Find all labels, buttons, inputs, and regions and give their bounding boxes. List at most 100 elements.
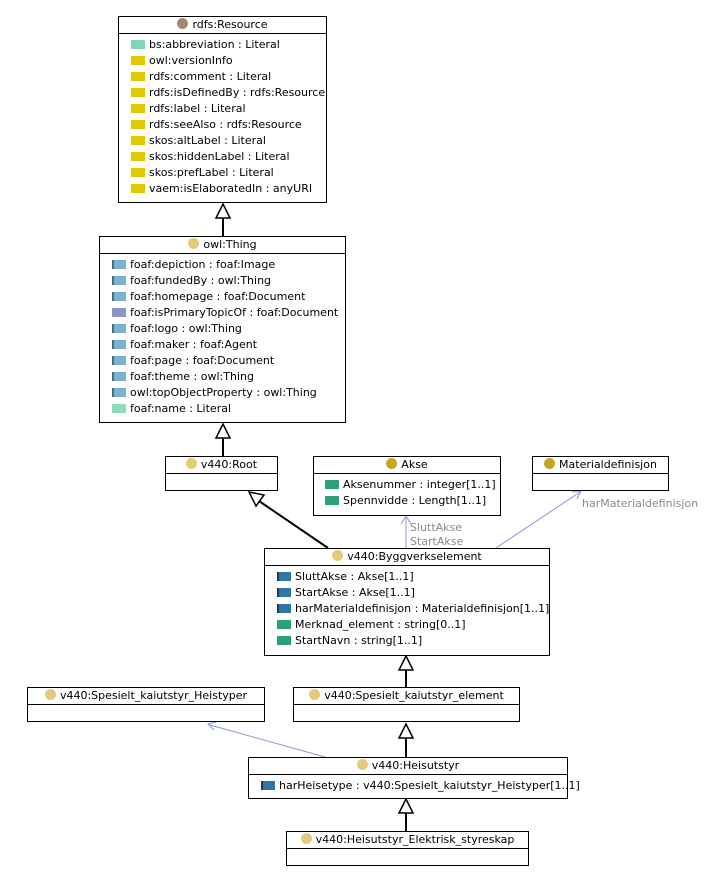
class-circle-icon — [309, 689, 321, 700]
property-text: owl:topObjectProperty : owl:Thing — [130, 386, 317, 399]
property-text: foaf:page : foaf:Document — [130, 354, 275, 367]
property-text: StartNavn : string[1..1] — [295, 634, 423, 647]
annotation-property-icon — [131, 184, 145, 193]
property-row[interactable]: harHeisetype : v440:Spesielt_kaiutstyr_H… — [261, 778, 580, 794]
property-row[interactable]: owl:topObjectProperty : owl:Thing — [112, 385, 345, 401]
property-row[interactable]: rdfs:isDefinedBy : rdfs:Resource — [131, 85, 326, 101]
association-materialdefinisjon — [495, 490, 582, 549]
object-property-icon — [112, 324, 126, 333]
class-owl-thing[interactable]: owl:Thing foaf:depiction : foaf:Image fo… — [99, 236, 346, 423]
property-row[interactable]: vaem:isElaboratedIn : anyURI — [131, 181, 326, 197]
annotation-property-icon — [131, 88, 145, 97]
class-title: v440:Root — [200, 458, 258, 471]
property-row[interactable]: Aksenummer : integer[1..1] — [325, 477, 500, 493]
reference-property-icon — [277, 588, 291, 597]
reference-property-icon — [277, 572, 291, 581]
property-row[interactable]: foaf:theme : owl:Thing — [112, 369, 345, 385]
property-row[interactable]: foaf:maker : foaf:Agent — [112, 337, 345, 353]
object-property-icon — [112, 372, 126, 381]
association-akse — [400, 515, 412, 548]
property-list: SluttAkse : Akse[1..1] StartAkse : Akse[… — [265, 566, 549, 650]
property-row[interactable]: foaf:homepage : foaf:Document — [112, 289, 345, 305]
property-row[interactable]: foaf:isPrimaryTopicOf : foaf:Document — [112, 305, 345, 321]
property-row[interactable]: rdfs:seeAlso : rdfs:Resource — [131, 117, 326, 133]
property-text: vaem:isElaboratedIn : anyURI — [149, 182, 313, 195]
property-text: foaf:homepage : foaf:Document — [130, 290, 306, 303]
property-row[interactable]: skos:hiddenLabel : Literal — [131, 149, 326, 165]
class-header: v440:Spesielt_kaiutstyr_element — [294, 688, 519, 705]
class-title: v440:Heisutstyr — [371, 759, 460, 772]
class-v440-spesielt-kaiutstyr-heistyper[interactable]: v440:Spesielt_kaiutstyr_Heistyper — [27, 687, 265, 722]
annotation-property-icon — [131, 104, 145, 113]
property-list: bs:abbreviation : Literal owl:versionInf… — [119, 34, 326, 198]
class-v440-byggverkselement[interactable]: v440:Byggverkselement SluttAkse : Akse[1… — [264, 548, 550, 656]
object-property-icon — [112, 388, 126, 397]
class-title: Materialdefinisjon — [559, 458, 657, 471]
class-header: Akse — [314, 457, 500, 474]
empty-property-section — [287, 849, 528, 864]
property-row[interactable]: skos:prefLabel : Literal — [131, 165, 326, 181]
class-header: v440:Root — [166, 457, 277, 474]
association-label-sluttakse: SluttAkse — [410, 521, 462, 534]
class-header: rdfs:Resource — [119, 17, 326, 34]
class-materialdefinisjon[interactable]: Materialdefinisjon — [532, 456, 669, 491]
generalization-styreskap-to-heisutstyr — [397, 797, 415, 831]
annotation-property-icon — [131, 120, 145, 129]
property-row[interactable]: foaf:logo : owl:Thing — [112, 321, 345, 337]
class-rdfs-resource[interactable]: rdfs:Resource bs:abbreviation : Literal … — [118, 16, 327, 203]
property-text: SluttAkse : Akse[1..1] — [295, 570, 414, 583]
class-header: Materialdefinisjon — [533, 457, 668, 474]
annotation-property-icon — [131, 72, 145, 81]
property-text: foaf:depiction : foaf:Image — [130, 258, 276, 271]
property-list: foaf:depiction : foaf:Image foaf:fundedB… — [100, 254, 345, 418]
property-row[interactable]: owl:versionInfo — [131, 53, 326, 69]
property-row[interactable]: foaf:fundedBy : owl:Thing — [112, 273, 345, 289]
class-v440-heisutstyr-elektrisk-styreskap[interactable]: v440:Heisutstyr_Elektrisk_styreskap — [286, 831, 529, 866]
class-header: owl:Thing — [100, 237, 345, 254]
reference-property-icon — [261, 781, 275, 790]
class-title: Akse — [401, 458, 428, 471]
class-v440-spesielt-kaiutstyr-element[interactable]: v440:Spesielt_kaiutstyr_element — [293, 687, 520, 722]
property-row[interactable]: rdfs:label : Literal — [131, 101, 326, 117]
literal-property-icon — [112, 404, 126, 413]
property-row[interactable]: bs:abbreviation : Literal — [131, 37, 326, 53]
class-header: v440:Heisutstyr — [249, 758, 567, 775]
inverse-property-icon — [112, 308, 126, 317]
class-akse[interactable]: Akse Aksenummer : integer[1..1] Spennvid… — [313, 456, 501, 516]
annotation-property-icon — [131, 152, 145, 161]
empty-property-section — [533, 474, 668, 489]
property-row[interactable]: rdfs:comment : Literal — [131, 69, 326, 85]
association-label-harmaterialdefinisjon: harMaterialdefinisjon — [582, 497, 698, 510]
property-row[interactable]: harMaterialdefinisjon : Materialdefinisj… — [277, 601, 549, 617]
class-header: v440:Spesielt_kaiutstyr_Heistyper — [28, 688, 264, 705]
property-row[interactable]: skos:altLabel : Literal — [131, 133, 326, 149]
generalization-heisutstyr-to-kaiutstyr — [397, 722, 415, 757]
property-row[interactable]: Spennvidde : Length[1..1] — [325, 493, 500, 509]
property-row[interactable]: StartAkse : Akse[1..1] — [277, 585, 549, 601]
class-circle-icon — [188, 238, 200, 249]
property-text: skos:prefLabel : Literal — [149, 166, 274, 179]
association-heistyper — [207, 721, 326, 758]
property-row[interactable]: StartNavn : string[1..1] — [277, 633, 549, 649]
class-circle-icon — [332, 550, 344, 561]
literal-property-icon — [131, 40, 145, 49]
property-row[interactable]: foaf:name : Literal — [112, 401, 345, 417]
property-row[interactable]: foaf:page : foaf:Document — [112, 353, 345, 369]
association-label-startakse: StartAkse — [410, 535, 463, 548]
empty-property-section — [166, 474, 277, 489]
class-v440-root[interactable]: v440:Root — [165, 456, 278, 491]
object-property-icon — [112, 276, 126, 285]
property-row[interactable]: Merknad_element : string[0..1] — [277, 617, 549, 633]
class-v440-heisutstyr[interactable]: v440:Heisutstyr harHeisetype : v440:Spes… — [248, 757, 580, 799]
generalization-byggverkselement-to-root — [247, 490, 329, 549]
datatype-property-icon — [325, 496, 339, 505]
property-text: Merknad_element : string[0..1] — [295, 618, 466, 631]
class-circle-icon — [544, 458, 556, 469]
class-circle-icon — [356, 759, 368, 770]
empty-property-section — [28, 705, 264, 720]
class-title: v440:Heisutstyr_Elektrisk_styreskap — [315, 833, 515, 846]
property-row[interactable]: foaf:depiction : foaf:Image — [112, 257, 345, 273]
annotation-property-icon — [131, 168, 145, 177]
property-row[interactable]: SluttAkse : Akse[1..1] — [277, 569, 549, 585]
